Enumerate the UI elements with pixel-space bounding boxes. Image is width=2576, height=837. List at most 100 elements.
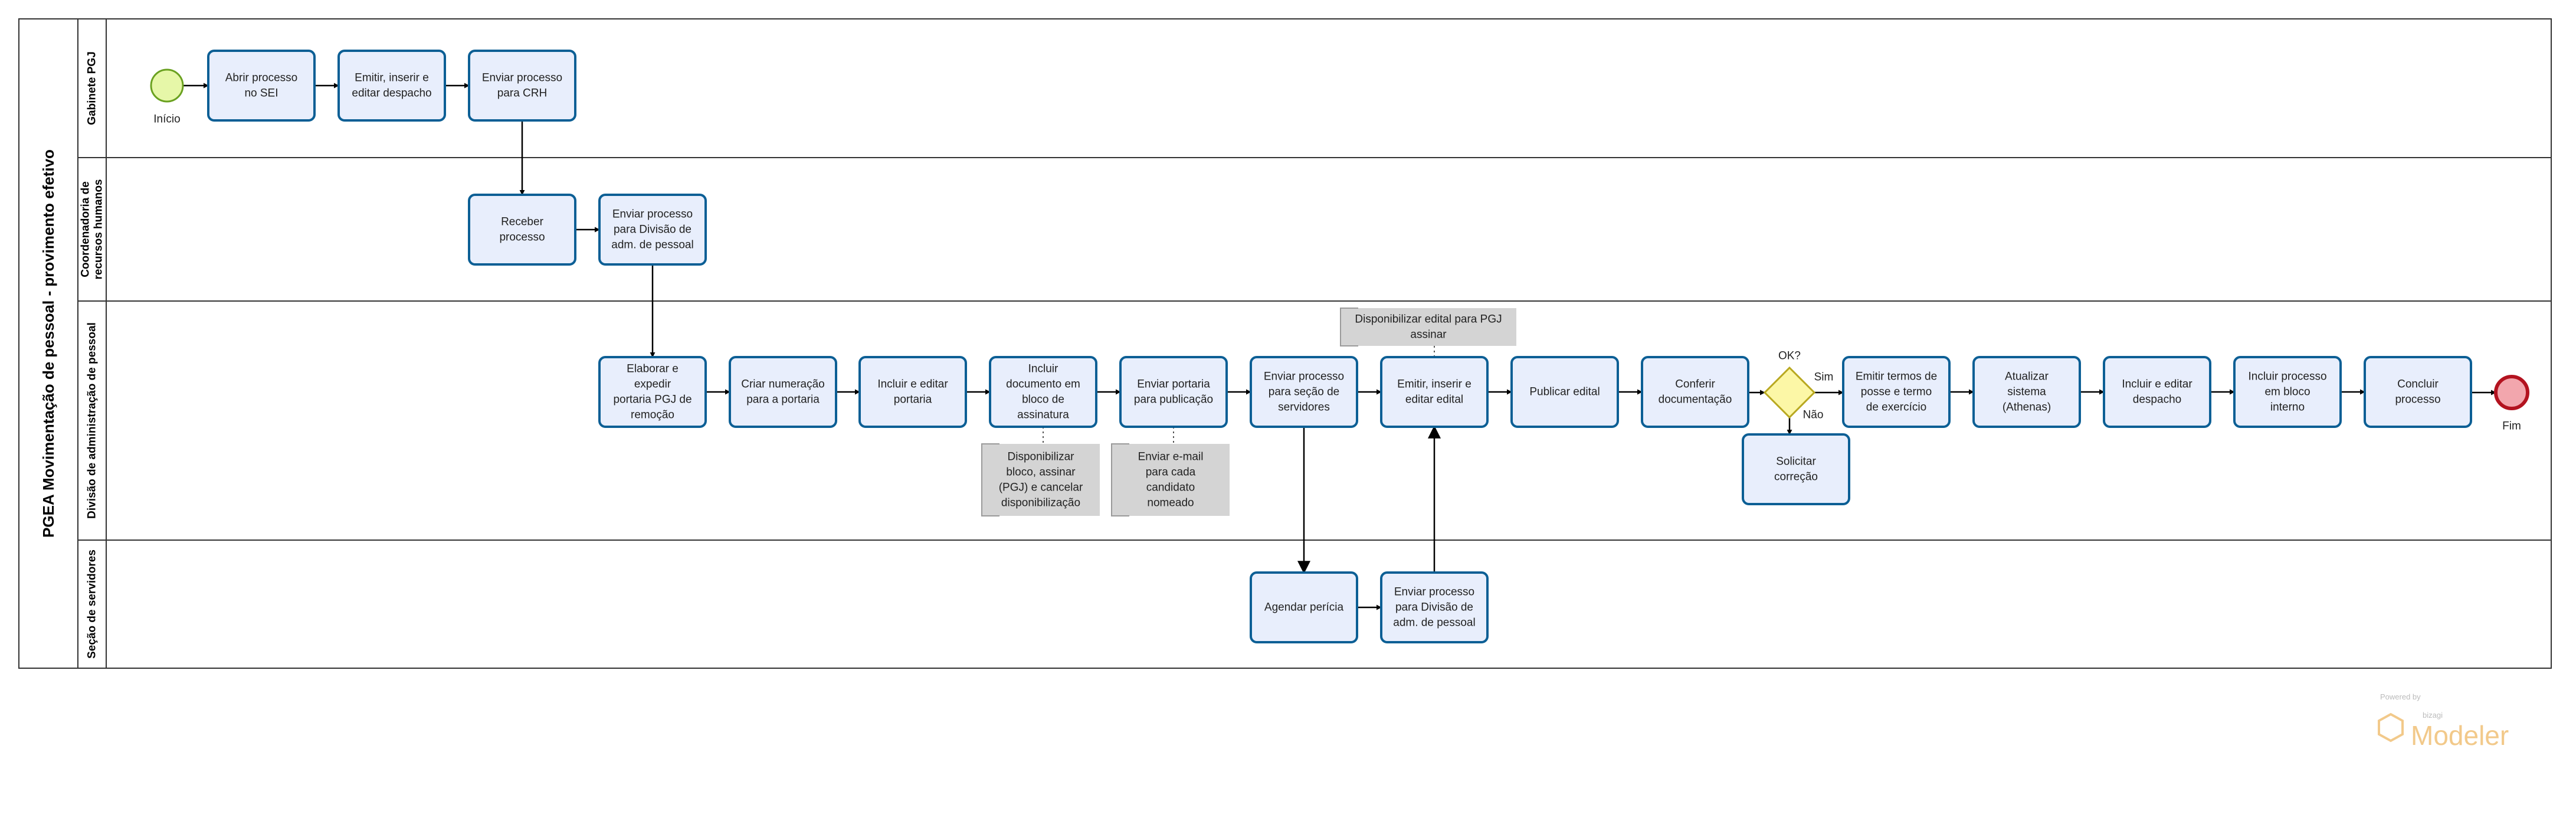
gateway-no-label: Não <box>1803 409 1824 421</box>
task-box <box>1510 356 1619 428</box>
task-box <box>1380 571 1489 643</box>
lane-title-crh: Coordenadoria derecursos humanos <box>80 179 105 280</box>
gateway-label: OK? <box>1778 350 1801 362</box>
gateway-diamond <box>1763 366 1816 419</box>
annotation-box <box>1341 308 1516 346</box>
task-label: Publicar edital <box>1529 386 1600 398</box>
task-box <box>1250 356 1358 428</box>
gateway-yes-label: Sim <box>1814 371 1834 384</box>
lane-title-gabinete: Gabinete PGJ <box>86 51 99 125</box>
task-box <box>1742 433 1850 505</box>
annotation-box <box>1112 444 1230 516</box>
task-box <box>2103 356 2211 428</box>
task-box <box>1972 356 2081 428</box>
task-label: Agendar perícia <box>1264 601 1344 614</box>
pool-border <box>18 18 2552 669</box>
task-box <box>468 50 576 122</box>
annotation-bracket <box>981 443 999 516</box>
task-box <box>468 194 576 266</box>
task-t13[interactable]: Publicar edital <box>1510 356 1619 428</box>
start-event-label: Início <box>153 113 180 126</box>
end-event[interactable]: Fim <box>2494 375 2529 433</box>
task-box <box>989 356 1097 428</box>
task-box <box>2233 356 2342 428</box>
annotation-bracket <box>1111 443 1129 516</box>
task-box <box>1641 356 1749 428</box>
task-box <box>337 50 446 122</box>
bizagi-logo-icon <box>2378 712 2404 743</box>
task-t21[interactable]: Agendar perícia <box>1250 571 1358 643</box>
task-box <box>1380 356 1489 428</box>
end-event-circle <box>2494 375 2529 410</box>
lane-title-servidores: Seção de servidores <box>86 550 99 659</box>
task-box <box>858 356 967 428</box>
watermark-powered-by: Powered by <box>2380 692 2421 701</box>
watermark-modeler: Modeler <box>2411 720 2509 751</box>
watermark-bizagi: bizagi <box>2423 711 2443 720</box>
pool-title: PGEA Movimentação de pessoal - proviment… <box>40 149 57 538</box>
task-box <box>1250 571 1358 643</box>
start-event[interactable]: Início <box>150 68 184 126</box>
lane-title-dap: Divisão de administração de pessoal <box>86 322 99 519</box>
task-box <box>2364 356 2472 428</box>
task-box <box>207 50 316 122</box>
task-box <box>1119 356 1228 428</box>
task-box <box>729 356 837 428</box>
task-box <box>1842 356 1951 428</box>
annotation-bracket <box>1340 308 1358 346</box>
task-box <box>598 356 707 428</box>
start-event-circle <box>150 68 184 103</box>
end-event-label: Fim <box>2502 420 2521 433</box>
task-box <box>598 194 707 266</box>
